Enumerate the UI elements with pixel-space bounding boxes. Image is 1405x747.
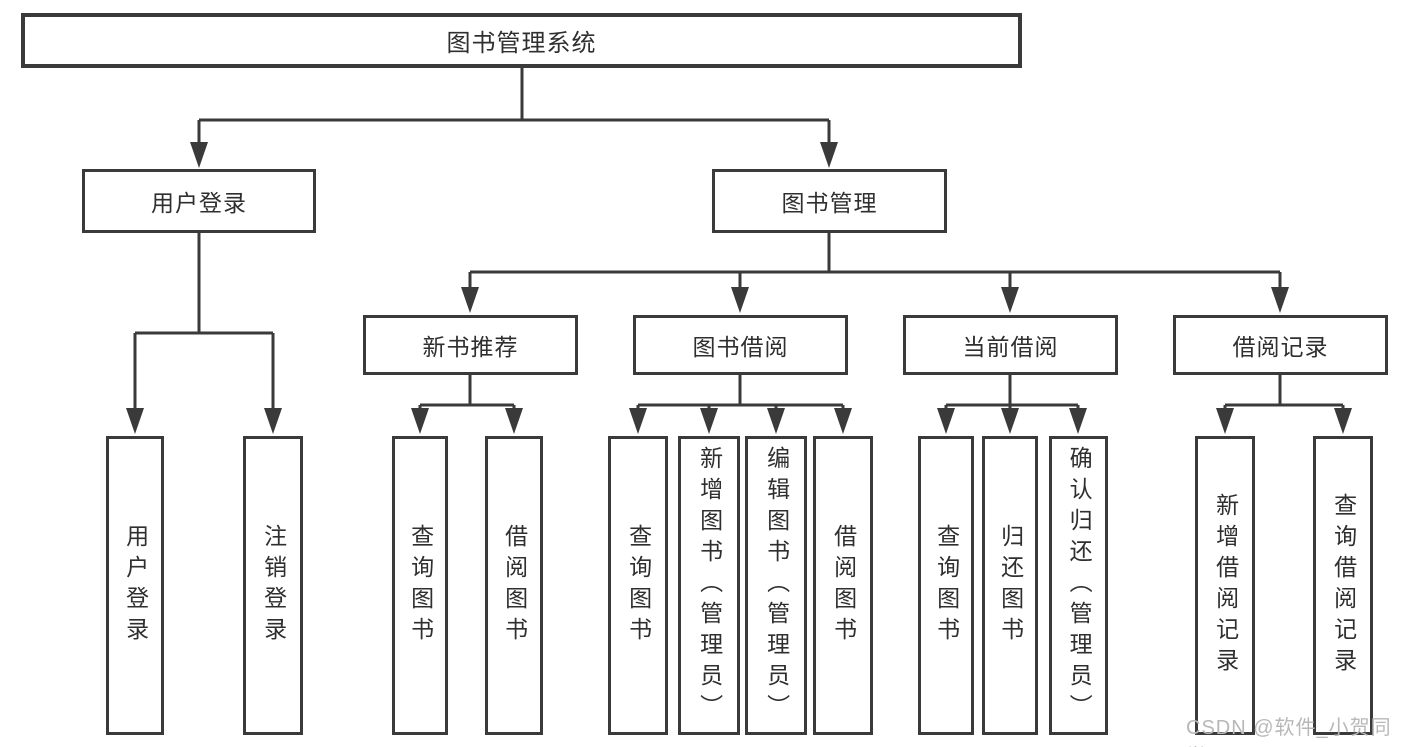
leaf-borrow-books-recommend: 借阅图书 [485, 436, 543, 735]
node-label: 查询借阅记录 [1330, 492, 1357, 679]
leaf-add-borrow-record: 新增借阅记录 [1195, 436, 1255, 735]
node-label: 编辑图书（管理员） [763, 446, 790, 725]
node-label: 新增图书（管理员） [696, 446, 723, 725]
node-new-book-recommend: 新书推荐 [363, 315, 578, 375]
node-label: 查询图书 [625, 523, 652, 648]
node-book-management: 图书管理 [712, 169, 947, 233]
leaf-query-books-recommend: 查询图书 [392, 436, 448, 735]
node-borrow-records: 借阅记录 [1173, 315, 1388, 375]
leaf-edit-books-admin: 编辑图书（管理员） [745, 436, 807, 735]
connector-borrow-records-subtree [1216, 375, 1352, 434]
node-label: 查询图书 [407, 523, 434, 648]
leaf-query-books-current: 查询图书 [918, 436, 974, 735]
leaf-return-books: 归还图书 [982, 436, 1038, 735]
node-label: 图书管理 [781, 190, 878, 216]
node-book-borrow: 图书借阅 [633, 315, 848, 375]
connector-user-login-subtree [126, 233, 282, 434]
connector-new-book-subtree [411, 375, 523, 434]
csdn-watermark: CSDN @软件_小贺同学 [1186, 717, 1392, 747]
node-label: 归还图书 [997, 523, 1024, 648]
leaf-query-books-borrow: 查询图书 [608, 436, 668, 735]
connector-root-trunk [190, 68, 838, 168]
node-user-login: 用户登录 [82, 169, 316, 233]
node-label: 借阅图书 [830, 523, 857, 648]
leaf-confirm-return-admin: 确认归还（管理员） [1049, 436, 1108, 735]
node-label: 图书借阅 [692, 334, 789, 360]
node-current-borrow: 当前借阅 [903, 315, 1118, 375]
connector-book-borrow-subtree [629, 375, 852, 434]
node-label: 当前借阅 [962, 334, 1059, 360]
node-label: 用户登录 [151, 190, 247, 216]
node-label: 图书管理系统 [446, 30, 597, 57]
node-label: 新书推荐 [422, 334, 519, 360]
connector-book-management-trunk [461, 233, 1289, 313]
node-label: 查询图书 [933, 523, 960, 648]
connector-current-borrow-subtree [937, 375, 1087, 434]
node-label: 借阅图书 [501, 523, 528, 648]
leaf-user-login: 用户登录 [106, 436, 164, 735]
node-label: 注销登录 [260, 523, 287, 648]
leaf-borrow-books: 借阅图书 [813, 436, 873, 735]
node-label: 确认归还（管理员） [1066, 446, 1093, 725]
node-library-management-system: 图书管理系统 [21, 13, 1022, 68]
node-label: 新增借阅记录 [1212, 492, 1239, 679]
leaf-logout: 注销登录 [243, 436, 303, 735]
node-label: 借阅记录 [1232, 334, 1329, 360]
node-label: 用户登录 [122, 523, 149, 648]
leaf-query-borrow-record: 查询借阅记录 [1313, 436, 1373, 735]
leaf-add-books-admin: 新增图书（管理员） [678, 436, 740, 735]
